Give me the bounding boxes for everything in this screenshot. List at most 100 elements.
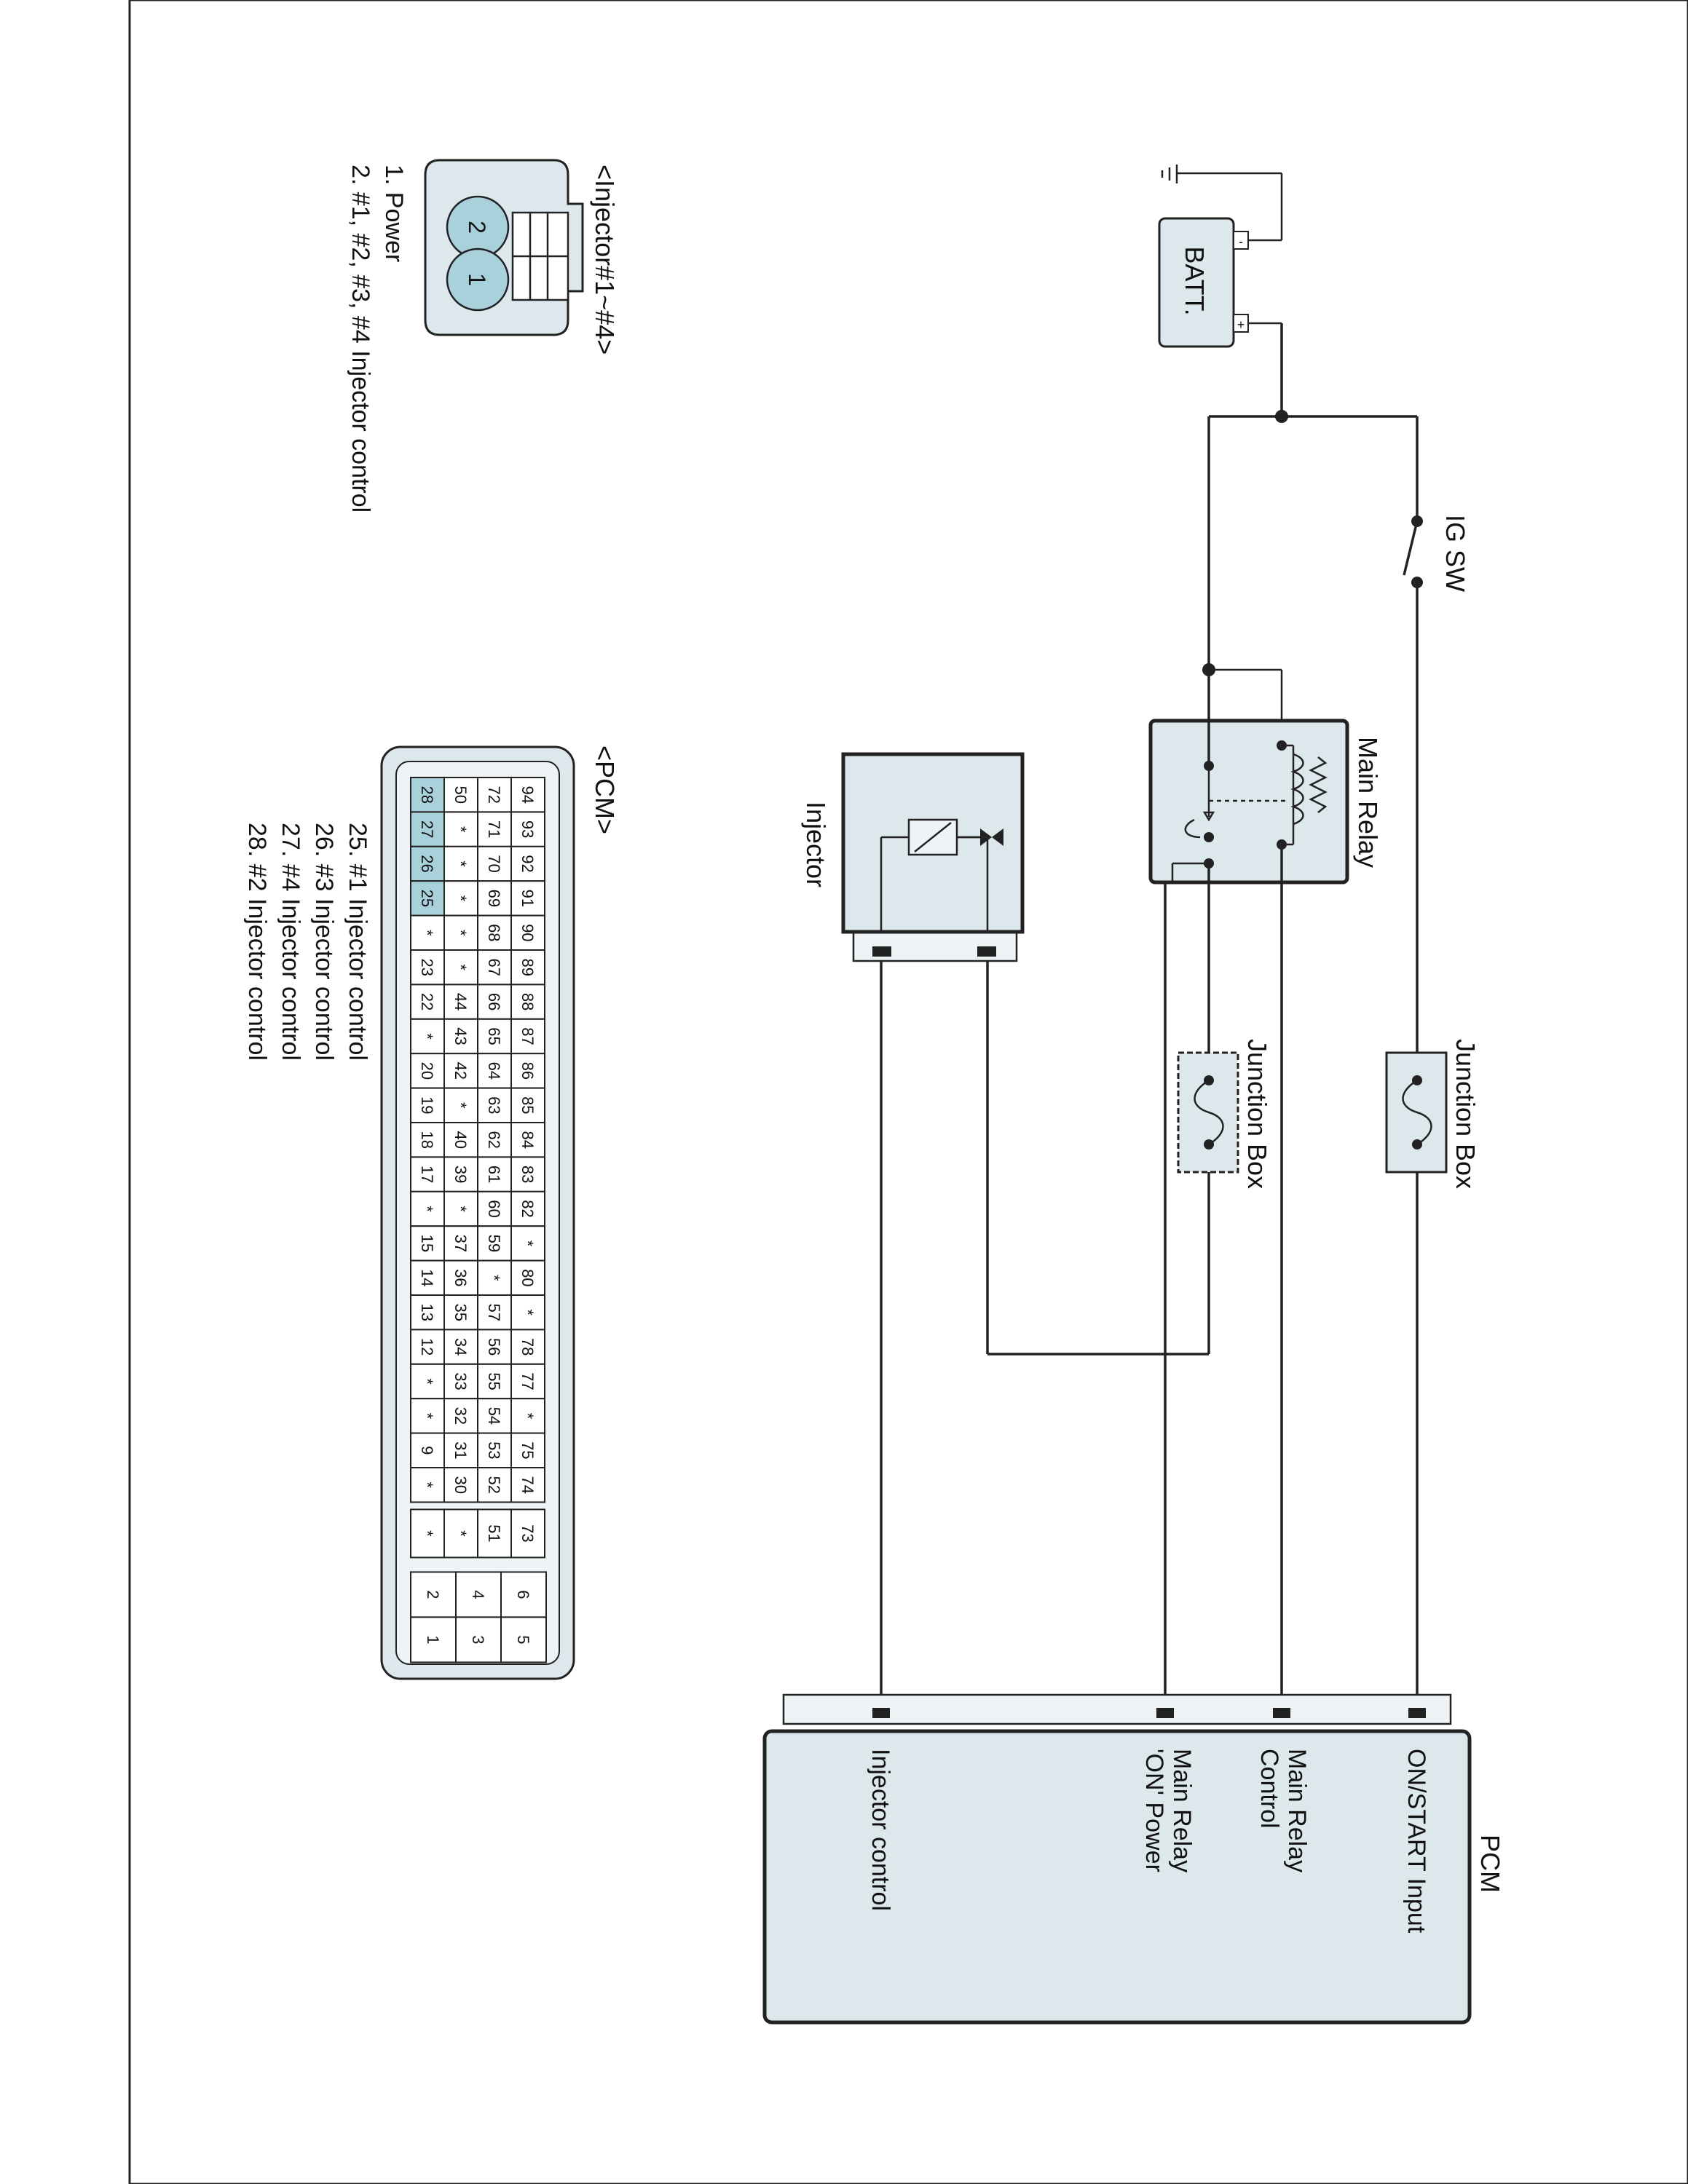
pcm-connector-title: <PCM> [590, 745, 620, 834]
pcm-pin: 52 [485, 1476, 503, 1493]
pcm-pin: 56 [485, 1338, 503, 1356]
pcm-pin: * [418, 1481, 436, 1488]
pcm-pin: 65 [485, 1027, 503, 1045]
pcm-pin-cell [443, 777, 478, 813]
pcm-pin: 64 [485, 1062, 503, 1080]
pcm-pin: 91 [518, 890, 537, 907]
pcm-power-pin: 1 [424, 1635, 442, 1644]
pcm-pin-extra: * [418, 1530, 436, 1537]
junction-box-2-label: Junction Box [1242, 1039, 1272, 1189]
pcm-pin: * [451, 964, 470, 970]
pcm-pin: 12 [418, 1338, 436, 1356]
pcm-pin-cell [477, 1018, 512, 1055]
pcm-pin: 43 [451, 1027, 470, 1045]
pcm-pin: 25 [418, 890, 436, 907]
pcm-pin-cell [443, 1259, 478, 1296]
battery-label: BATT. [1180, 246, 1210, 315]
pcm-pin-cell [477, 811, 512, 847]
pcm-pin-cell [443, 1398, 478, 1434]
pcm-pin-cell [410, 811, 445, 847]
pcm-pin: 57 [485, 1303, 503, 1321]
injector-pin-2: 2 [464, 221, 490, 234]
pcm-pin: 14 [418, 1269, 436, 1286]
pcm-pin-cell [410, 1087, 445, 1123]
pcm-pin: 63 [485, 1096, 503, 1114]
pcm-terminal-control: Control [1255, 1749, 1283, 1829]
pcm-pin: 30 [451, 1476, 470, 1493]
injector: Injector [801, 752, 1025, 962]
main-relay-label: Main Relay [1353, 737, 1383, 868]
pcm-pin-cell [477, 1467, 512, 1503]
pcm-pin: 61 [485, 1166, 503, 1183]
pcm-pin-cell [410, 880, 445, 917]
pcm-pin-cell [443, 1467, 478, 1503]
pcm-pin: 83 [518, 1166, 537, 1183]
pcm-pin-cell [477, 1329, 512, 1365]
pcm-power-pin: 6 [514, 1590, 532, 1599]
pcm-pin: 94 [518, 786, 537, 803]
battery-minus-label: - [1239, 234, 1243, 249]
injector-label: Injector [801, 802, 831, 887]
pcm-pin: 15 [418, 1235, 436, 1252]
pcm-pin: * [418, 930, 436, 936]
injector-connector: <Injector#1~#4> 2 1 1. Power 2. #1, #2, … [347, 159, 620, 513]
pcm-pin-cell [410, 1156, 445, 1192]
pcm-pin: 86 [518, 1062, 537, 1080]
pcm-pin: 84 [518, 1131, 537, 1148]
pcm-power-pin: 4 [469, 1590, 487, 1599]
pcm-pin: 23 [418, 958, 436, 976]
pcm-pin: 31 [451, 1441, 470, 1459]
pcm-pin-cell [510, 1225, 545, 1262]
pcm-title: PCM [1475, 1835, 1505, 1893]
pcm-pin-cell [443, 811, 478, 847]
pcm-pin-cell [477, 1398, 512, 1434]
pcm-pin: * [418, 1033, 436, 1040]
pcm-pin-cell [410, 949, 445, 986]
pcm-pin: * [451, 1102, 470, 1109]
pcm-pin: 66 [485, 993, 503, 1010]
pcm-pin: * [485, 1275, 503, 1281]
pcm-power-pin: 5 [514, 1635, 532, 1644]
battery: - + BATT. [1158, 217, 1249, 348]
pcm-pin: * [451, 826, 470, 833]
pcm-pin: 39 [451, 1166, 470, 1183]
pcm-pin: 20 [418, 1062, 436, 1080]
junction-dot [1275, 410, 1288, 423]
ig-switch-label: IG SW [1440, 515, 1470, 592]
pcm-pin-extra-cell [477, 1508, 512, 1559]
pcm-pin: 62 [485, 1131, 503, 1148]
pcm-pin: 53 [485, 1441, 503, 1459]
pcm-pin: * [451, 860, 470, 867]
pcm-pin: * [518, 1309, 537, 1315]
pcm-pin: 17 [418, 1166, 436, 1183]
pcm-pin-extra: 51 [485, 1524, 503, 1542]
pcm-pin: 93 [518, 820, 537, 838]
pcm-pin-extra-cell [443, 1508, 478, 1559]
pcm-power-pin-cell [410, 1616, 457, 1663]
pcm-pin: 22 [418, 993, 436, 1010]
pcm-pin: 68 [485, 924, 503, 941]
pcm-legend-25: 25. #1 Injector control [344, 823, 371, 1061]
pcm-pin: 87 [518, 1027, 537, 1045]
pcm-box: PCM ON/START Input Main Relay Control Ma… [762, 1693, 1505, 2025]
pcm-pin: 69 [485, 890, 503, 907]
pcm-pin: 35 [451, 1303, 470, 1321]
injector-pin-1: 1 [464, 273, 490, 286]
pcm-pin-cell [410, 845, 445, 882]
pcm-pin: 67 [485, 958, 503, 976]
pcm-pin: 80 [518, 1269, 537, 1286]
pcm-pin-cell [410, 1190, 445, 1227]
pcm-pin: 89 [518, 958, 537, 976]
pcm-pin: 55 [485, 1372, 503, 1390]
pcm-pin-cell [510, 1087, 545, 1123]
pcm-pin: 75 [518, 1441, 537, 1459]
pcm-pin: 28 [418, 786, 436, 803]
battery-plus-label: + [1237, 317, 1245, 332]
pcm-pin-cell [410, 1467, 445, 1503]
pcm-pin: 70 [485, 855, 503, 872]
pcm-pin: * [451, 895, 470, 902]
pcm-pin-extra: 73 [518, 1524, 537, 1542]
pcm-pin-cell [510, 777, 545, 813]
pcm-terminal-on-power: 'ON' Power [1140, 1749, 1168, 1872]
